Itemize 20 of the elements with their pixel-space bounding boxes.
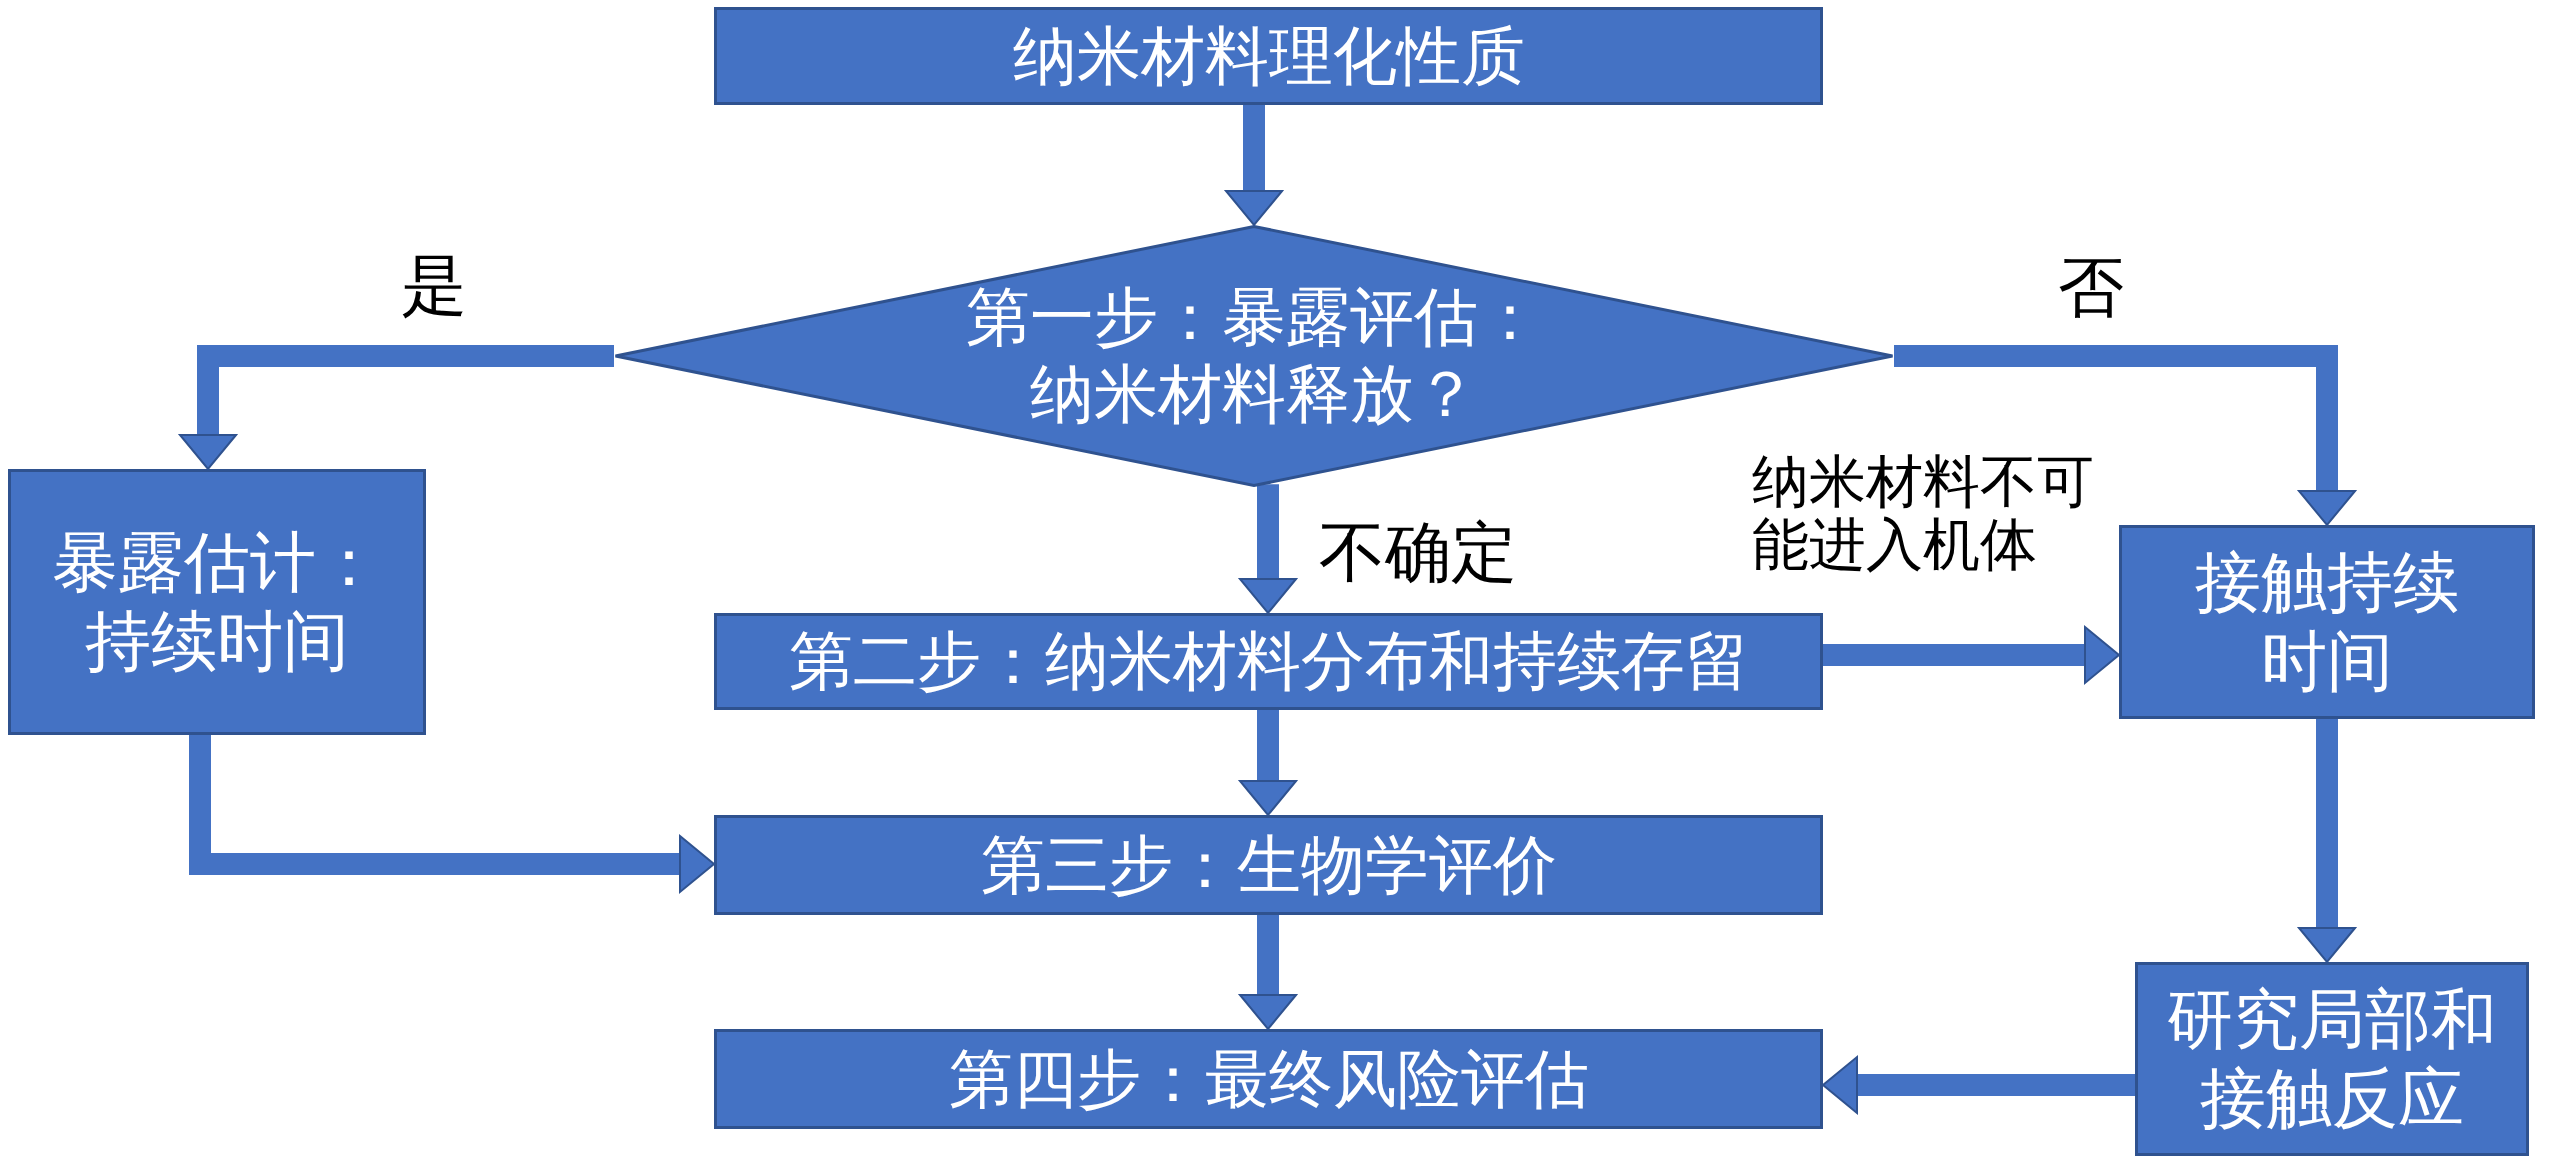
process-box: 第四步：最终风险评估	[714, 1029, 1823, 1129]
edge-label: 是	[400, 246, 468, 326]
edge-label: 不确定	[1319, 513, 1518, 593]
process-box: 纳米材料理化性质	[714, 7, 1823, 105]
process-box: 研究局部和接触反应	[2135, 962, 2529, 1156]
process-box: 接触持续时间	[2119, 525, 2535, 719]
process-box: 暴露估计：持续时间	[8, 469, 426, 735]
arrow	[2298, 719, 2356, 963]
arrow	[1823, 626, 2120, 684]
process-box: 第三步：生物学评价	[714, 815, 1823, 915]
arrow	[189, 735, 715, 893]
arrow	[179, 345, 614, 470]
edge-label: 否	[2057, 248, 2125, 328]
arrow	[1239, 915, 1297, 1030]
arrow	[1894, 345, 2356, 526]
arrow	[1239, 484, 1297, 614]
process-box: 第二步：纳米材料分布和持续存留	[714, 613, 1823, 710]
arrow	[1822, 1056, 2135, 1114]
arrow	[1225, 105, 1283, 226]
arrow	[1239, 710, 1297, 816]
